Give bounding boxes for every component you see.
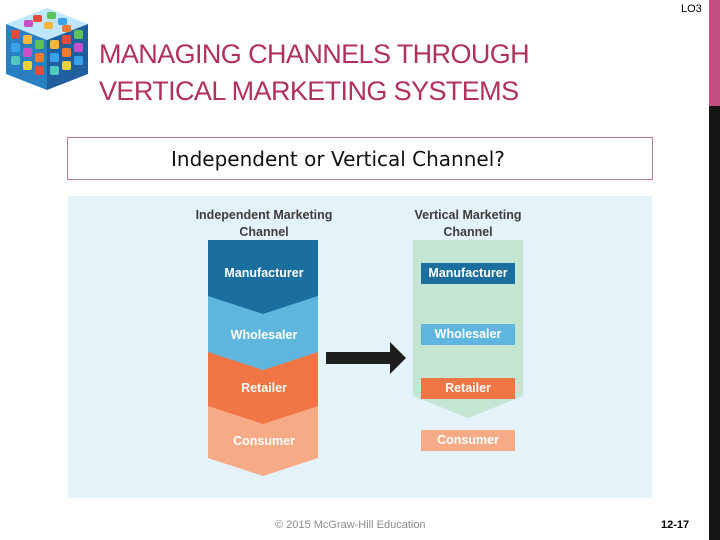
- left-manufacturer-chevron: [208, 240, 318, 314]
- right-wholesaler-label: Wholesaler: [434, 327, 502, 341]
- right-consumer-box: [421, 430, 515, 451]
- independent-title-line-2: Channel: [239, 225, 289, 239]
- copyright-footer: © 2015 McGraw-Hill Education: [275, 519, 426, 531]
- page-number: 12-17: [661, 519, 690, 531]
- channel-diagram-shapes: [208, 240, 523, 476]
- independent-channel-title: Independent Marketing Channel: [180, 207, 348, 241]
- left-wholesaler-label: Wholesaler: [230, 328, 298, 342]
- left-wholesaler-chevron: [208, 290, 318, 370]
- left-retailer-chevron: [208, 346, 318, 424]
- lo-tag: LO3: [681, 3, 702, 15]
- right-consumer-label: Consumer: [437, 433, 499, 447]
- vertical-channel-title: Vertical Marketing Channel: [388, 207, 548, 241]
- title-line-2: VERTICAL MARKETING SYSTEMS: [99, 76, 519, 106]
- vertical-title-line-1: Vertical Marketing: [414, 208, 522, 222]
- side-bar: [709, 106, 720, 540]
- vertical-title-line-2: Channel: [443, 225, 493, 239]
- app-cube-logo-icon: [6, 8, 88, 90]
- slide-title: MANAGING CHANNELS THROUGH VERTICAL MARKE…: [99, 36, 569, 110]
- independent-title-line-1: Independent Marketing: [195, 208, 333, 222]
- right-arrow-icon: [326, 342, 406, 374]
- accent-bar: [709, 0, 720, 106]
- right-wholesaler-box: [421, 324, 515, 345]
- left-consumer-chevron: [208, 400, 318, 476]
- right-retailer-box: [421, 378, 515, 399]
- right-manufacturer-label: Manufacturer: [428, 266, 508, 280]
- left-retailer-label: Retailer: [241, 381, 287, 395]
- title-line-1: MANAGING CHANNELS THROUGH: [99, 39, 530, 69]
- left-manufacturer-label: Manufacturer: [224, 266, 304, 280]
- right-manufacturer-box: [421, 263, 515, 284]
- left-consumer-label: Consumer: [233, 434, 295, 448]
- channel-diagram: Independent Marketing Channel Vertical M…: [68, 196, 652, 498]
- question-box: Independent or Vertical Channel?: [67, 137, 653, 180]
- right-retailer-label: Retailer: [445, 381, 491, 395]
